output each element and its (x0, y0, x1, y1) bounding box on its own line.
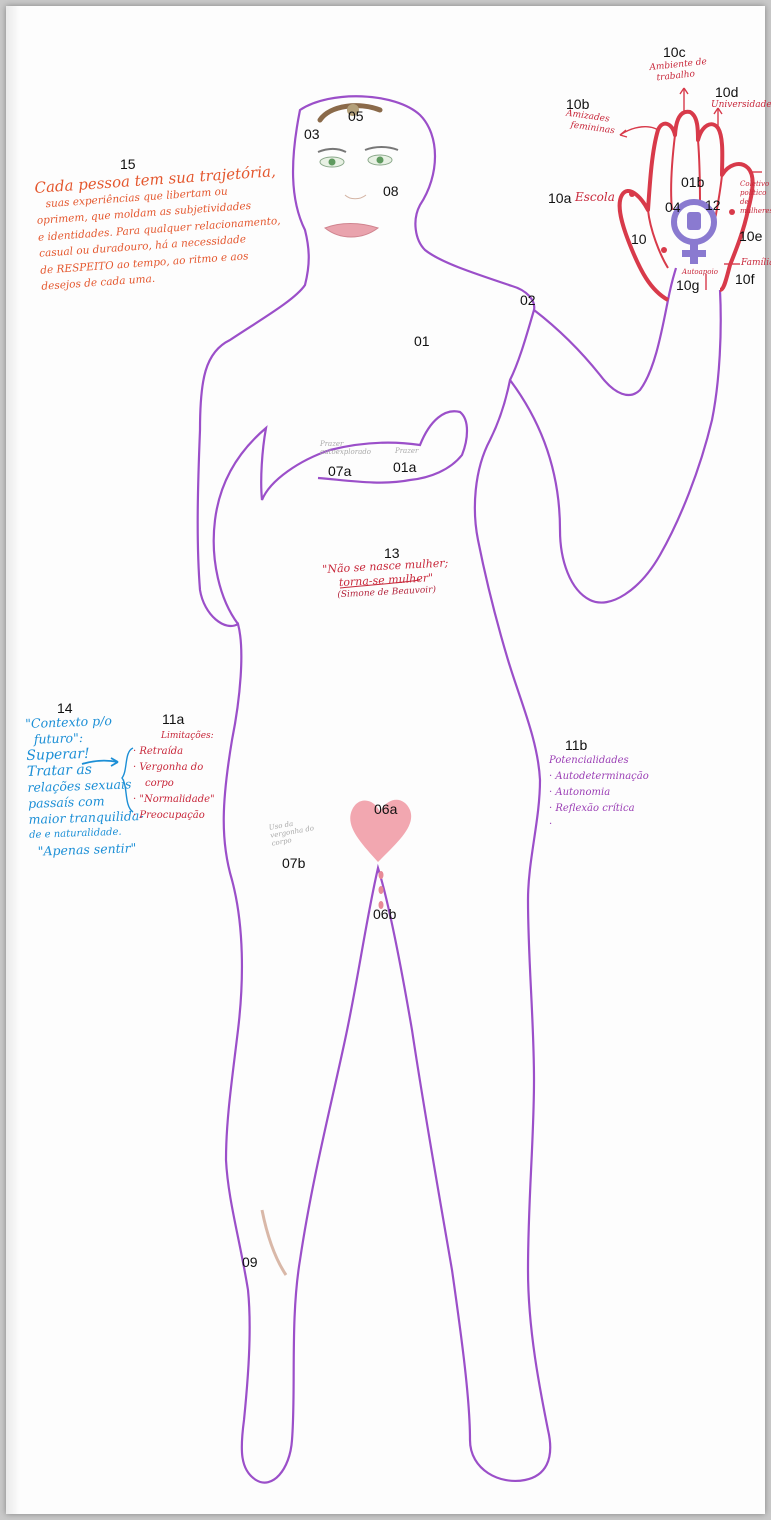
marker-10a: 10a (548, 190, 571, 206)
note-15: Cada pessoa tem sua trajetória, suas exp… (34, 163, 285, 295)
marker-09: 09 (242, 1254, 258, 1270)
note-11b-item: · Autodeterminação (549, 769, 649, 785)
body-outline (198, 96, 551, 1482)
label-07a: Prazer autoexplorado (320, 440, 371, 456)
right-iris (377, 157, 384, 164)
marker-10: 10 (631, 231, 647, 247)
marker-01: 01 (414, 333, 430, 349)
note-11b-item: · (549, 817, 649, 833)
note-11a-item: · Vergonha do (133, 760, 215, 776)
label-10e: Coletivo político de mulheres (740, 180, 771, 216)
label-07a-line: Prazer (320, 440, 371, 448)
note-11a-item: · "Normalidade" (133, 792, 215, 808)
note-14: "Contexto p/o futuro": Superar! Tratar a… (25, 712, 145, 860)
note-11a-item: corpo (133, 776, 215, 792)
note-11b-heading: Potencialidades (549, 753, 649, 769)
note-11a-item: · Retraída (133, 744, 215, 760)
label-10e-line: político (740, 189, 771, 198)
marker-10g: 10g (676, 277, 699, 293)
dot-10 (661, 247, 667, 253)
note-11a: Limitações: · Retraída · Vergonha do cor… (133, 728, 215, 824)
marker-04: 04 (665, 199, 681, 215)
marker-10d: 10d (715, 84, 738, 100)
note-11b: Potencialidades · Autodeterminação · Aut… (549, 753, 649, 833)
marker-10e: 10e (739, 228, 762, 244)
label-10d: Universidade (711, 100, 771, 111)
raised-arm-outline (510, 268, 721, 603)
label-10e-line: de (740, 198, 771, 207)
marker-11b: 11b (565, 737, 587, 753)
label-10g: Autoapoio (682, 268, 718, 277)
marker-07a: 07a (328, 463, 351, 479)
marker-12: 12 (705, 197, 721, 213)
dot-10a (629, 191, 635, 197)
marker-08: 08 (383, 183, 399, 199)
note-11a-item: · Preocupação (133, 808, 215, 824)
marker-03: 03 (304, 126, 320, 142)
leg-mark (262, 1210, 286, 1275)
note-11a-heading: Limitações: (133, 728, 215, 744)
left-eyebrow (318, 149, 346, 152)
label-10f: Família (741, 258, 771, 269)
left-iris (329, 159, 336, 166)
marker-15: 15 (120, 156, 136, 172)
marker-10c: 10c (663, 44, 686, 60)
marker-06b: 06b (373, 906, 396, 922)
right-eyebrow (365, 147, 398, 150)
marker-10f: 10f (735, 271, 754, 287)
note-13-quote: "Não se nasce mulher; torna-se mulher" (… (322, 556, 450, 601)
label-10a: Escola (575, 190, 615, 205)
marker-06a: 06a (374, 801, 397, 817)
label-07a-line: autoexplorado (320, 448, 371, 456)
drop-2 (379, 886, 384, 894)
label-10e-line: mulheres (740, 207, 771, 216)
nose (345, 195, 366, 199)
drop-1 (379, 871, 384, 879)
marker-11a: 11a (162, 711, 184, 727)
marker-02: 02 (520, 292, 536, 308)
label-10e-line: Coletivo (740, 180, 771, 189)
note-11b-item: · Reflexão crítica (549, 801, 649, 817)
marker-07b: 07b (282, 855, 305, 871)
note-11b-item: · Autonomia (549, 785, 649, 801)
marker-05: 05 (348, 108, 364, 124)
label-01a: Prazer (395, 447, 418, 456)
lips (325, 224, 378, 238)
marker-01a: 01a (393, 459, 416, 475)
dot-10e (729, 209, 735, 215)
marker-01b: 01b (681, 174, 704, 190)
